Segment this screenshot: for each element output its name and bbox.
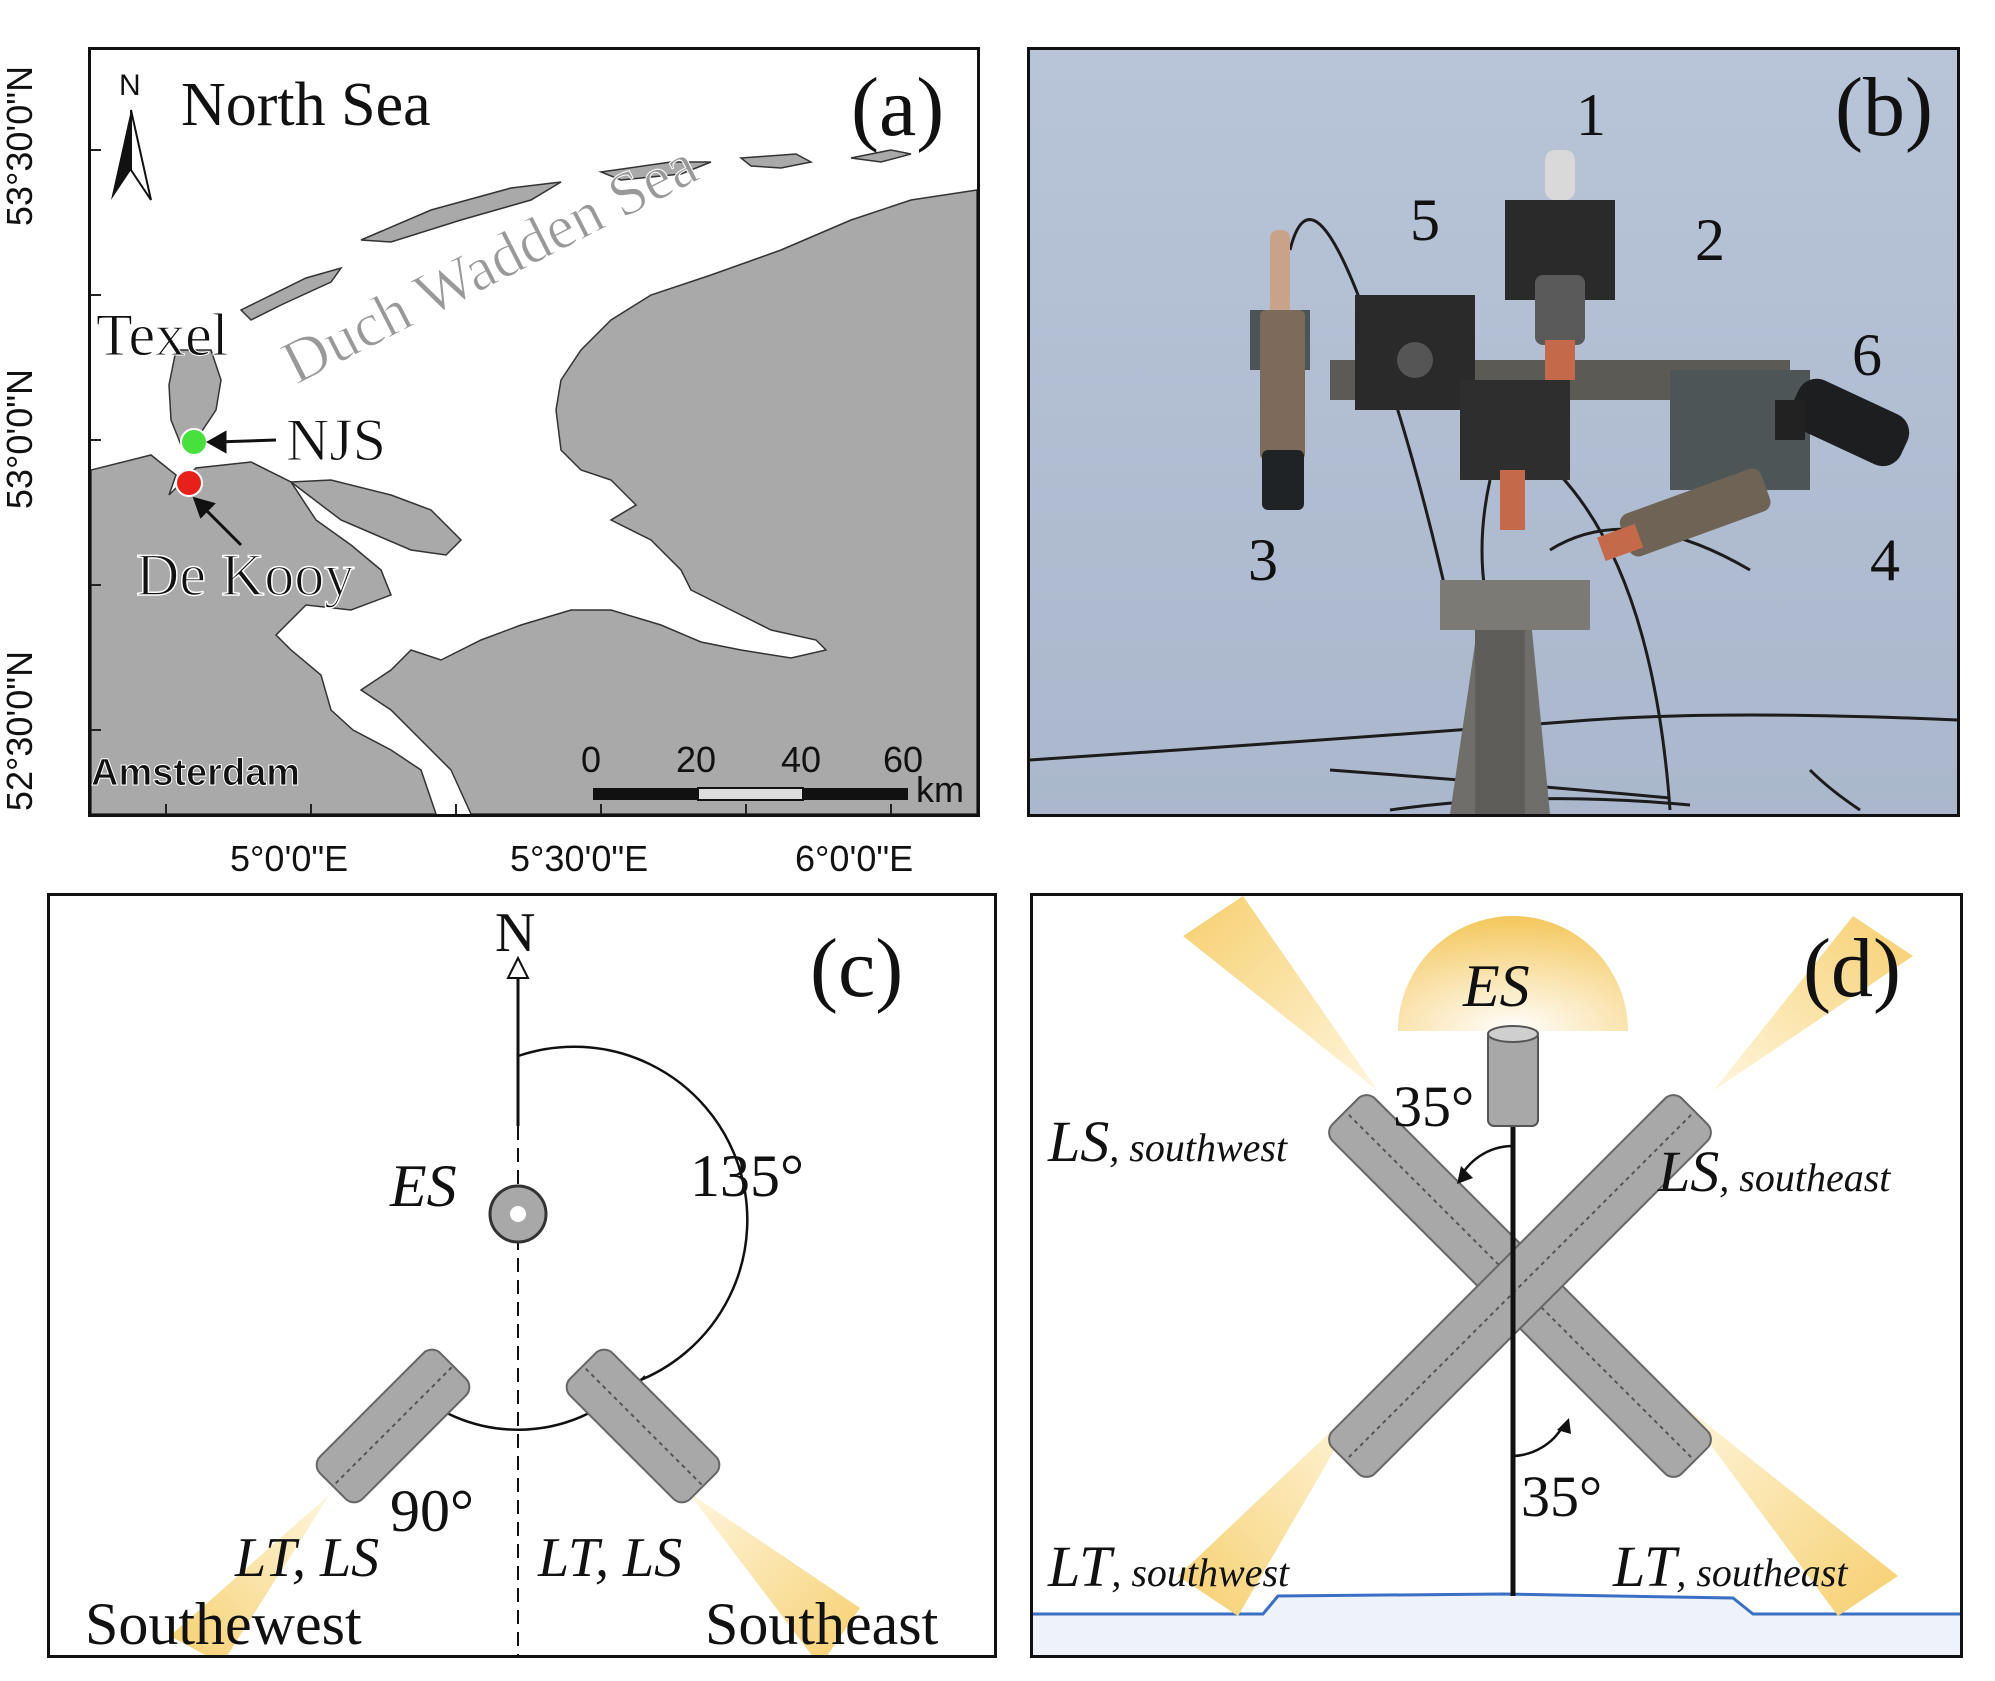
scale-bar <box>593 787 908 801</box>
land-vlieland <box>239 266 343 321</box>
sensor-number-2: 2 <box>1695 207 1725 273</box>
map-panel: Duch Wadden Sea N North Sea (a) Texel NJ… <box>88 47 980 817</box>
tube-ls-southeast-to-lt-southwest <box>1328 1094 1712 1478</box>
panel-c-letter: (c) <box>810 922 903 1015</box>
side-view-panel: (d) ES 35° 35° LS, southwest LS, southea… <box>1030 893 1963 1658</box>
lt-southwest-sub: southwest <box>1131 1550 1290 1595</box>
sensor-number-1: 1 <box>1576 82 1606 148</box>
tube-southeast <box>565 1348 721 1504</box>
side-view-svg: (d) ES 35° 35° LS, southwest LS, southea… <box>1033 896 1960 1655</box>
ls-southwest-label: LS, southwest <box>1047 1109 1288 1174</box>
map-svg: Duch Wadden Sea N North Sea (a) Texel NJ… <box>91 61 977 814</box>
scale-unit: km <box>916 769 964 810</box>
lt-ls-left-label: LT, LS <box>234 1527 379 1589</box>
sensor-number-4: 4 <box>1870 527 1900 593</box>
north-arrow-icon <box>111 109 152 201</box>
njs-label: NJS <box>286 407 386 473</box>
map-arrows <box>192 430 277 547</box>
texel-label: Texel <box>96 302 228 368</box>
scale-tick-60: 60 <box>883 739 923 780</box>
lat-label-1: 53°30'0"N <box>0 65 40 227</box>
beam-sky-southeast <box>1713 916 1913 1091</box>
land-schiermonnikoog <box>739 153 814 169</box>
panel-a-letter: (a) <box>851 61 944 154</box>
ls-southeast-main: LS <box>1657 1139 1719 1204</box>
angle-arc-top <box>1459 1144 1514 1177</box>
mast <box>1440 580 1590 814</box>
lt-southeast-sub: southeast <box>1696 1550 1848 1595</box>
land-friesland <box>359 189 977 814</box>
scale-labels: 0 20 40 60 km <box>581 739 964 810</box>
land-terschelling <box>360 181 562 243</box>
north-arrow-icon <box>506 955 530 979</box>
sensor-4 <box>1597 468 1771 562</box>
beam-sky-southwest <box>1183 896 1378 1091</box>
lt-ls-right-label: LT, LS <box>537 1527 682 1589</box>
lon-label-2: 5°30'0"E <box>510 838 649 879</box>
scale-tick-0: 0 <box>581 739 601 780</box>
beam-southwest <box>170 1494 330 1655</box>
panel-d-es: ES <box>1462 953 1530 1019</box>
amsterdam-label: Amsterdam <box>91 752 300 794</box>
beam-southeast <box>688 1492 860 1655</box>
top-view-panel: N (c) ES 135° 90° LT, LS LT, LS Southewe… <box>47 893 997 1658</box>
angle-top-label: 35° <box>1393 1074 1474 1139</box>
top-view-svg: N (c) ES 135° 90° LT, LS LT, LS Southewe… <box>85 902 939 1655</box>
sensor-number-3: 3 <box>1248 527 1278 593</box>
tube-southwest <box>315 1348 471 1504</box>
lat-label-2: 53°0'0"N <box>0 368 40 510</box>
arc-135 <box>517 1045 749 1386</box>
lon-label-1: 5°0'0"E <box>230 838 349 879</box>
kooy-marker <box>175 469 203 497</box>
sensor-3 <box>1260 230 1305 510</box>
angle-bottom-label: 35° <box>1521 1464 1602 1529</box>
panel-d-letter: (d) <box>1803 922 1901 1015</box>
sensor-number-6: 6 <box>1852 322 1882 388</box>
angle-arc-bottom <box>1512 1425 1565 1458</box>
njs-marker <box>180 428 208 456</box>
kooy-label: De Kooy <box>136 542 354 608</box>
panel-c-north: N <box>495 902 535 964</box>
beam-water-southeast <box>1678 1401 1898 1616</box>
ls-southeast-label: LS, southeast <box>1657 1139 1891 1204</box>
scale-tick-20: 20 <box>676 739 716 780</box>
lon-label-3: 6°0'0"E <box>795 838 914 879</box>
sea-label: North Sea <box>181 71 431 139</box>
southeast-label: Southeast <box>705 1591 939 1655</box>
sensor-1 <box>1505 150 1615 380</box>
lt-southwest-label: LT, southwest <box>1047 1534 1290 1599</box>
sensor-photo-svg: 1 2 3 4 5 6 (b) <box>1030 50 1957 814</box>
land-ameland <box>598 161 712 181</box>
ls-southwest-sub: southwest <box>1129 1125 1288 1170</box>
scale-tick-40: 40 <box>781 739 821 780</box>
water-surface <box>1033 1594 1960 1655</box>
sun-dome <box>1398 916 1628 1031</box>
lat-label-3: 52°30'0"N <box>0 650 40 812</box>
beam-water-southwest <box>1178 1401 1363 1616</box>
ls-southwest-main: LS <box>1047 1109 1109 1174</box>
land-wieringen <box>288 479 463 556</box>
angle-90-label: 90° <box>390 1478 474 1544</box>
sensor-number-5: 5 <box>1410 187 1440 253</box>
southwest-label: Southewest <box>85 1591 362 1655</box>
es-sensor-icon <box>1487 1025 1539 1127</box>
angle-135-label: 135° <box>690 1143 804 1209</box>
lt-southeast-main: LT <box>1612 1534 1680 1599</box>
sensor-housing-center <box>1460 380 1570 480</box>
ls-southeast-sub: southeast <box>1739 1155 1891 1200</box>
sensor-6 <box>1670 370 1910 490</box>
sensor-photo-panel: 1 2 3 4 5 6 (b) <box>1027 47 1960 817</box>
panel-b-letter: (b) <box>1835 61 1933 154</box>
panel-c-es: ES <box>389 1153 457 1219</box>
map-ticks <box>91 149 892 814</box>
north-letter: N <box>119 69 141 102</box>
land-rottumeroog <box>850 149 912 163</box>
lt-southwest-main: LT <box>1047 1534 1115 1599</box>
lt-southeast-label: LT, southeast <box>1612 1534 1848 1599</box>
